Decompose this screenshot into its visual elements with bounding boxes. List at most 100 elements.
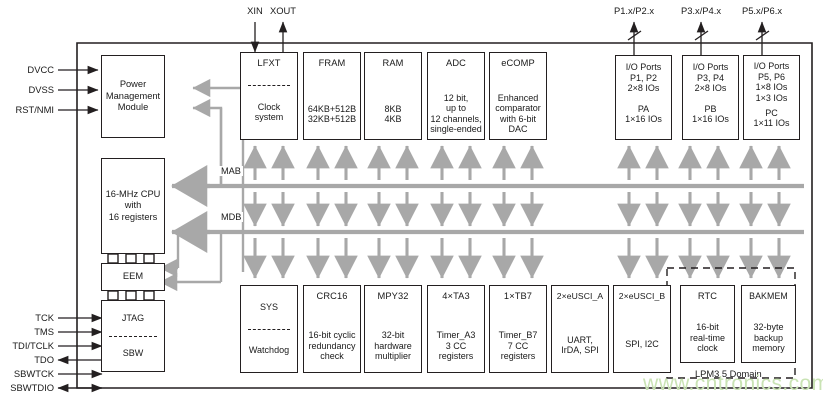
ecomp-line-3: with 6-bit: [499, 113, 536, 124]
pin-label-tck: TCK: [35, 312, 54, 323]
adc-title: ADC: [446, 58, 466, 68]
clock-pin-lines: [250, 21, 288, 53]
block-ecomp[interactable]: eCOMP Enhanced comparator with 6-bit DAC: [489, 52, 547, 140]
pin-label-sbwtdio: SBWTDIO: [10, 382, 54, 393]
pin-label-tdo: TDO: [34, 354, 54, 365]
pc-line-4: 1×3 IOs: [755, 92, 788, 103]
rtc-line-1: 16-bit: [696, 322, 719, 333]
ram-line-2: 4KB: [384, 114, 402, 125]
cpu-line-3: 16 registers: [108, 211, 158, 222]
ta3-title: 4×TA3: [442, 291, 470, 301]
pin-label-dvcc: DVCC: [27, 64, 54, 75]
block-mpy32[interactable]: MPY32 32-bit hardware multiplier: [364, 285, 422, 373]
block-timer-a3[interactable]: 4×TA3 Timer_A3 3 CC registers: [427, 285, 485, 373]
jtag-pin-lines: [57, 313, 103, 393]
adc-line-2: up to: [445, 103, 467, 114]
block-cpu[interactable]: 16-MHz CPU with 16 registers: [101, 158, 165, 254]
block-rtc[interactable]: RTC 16-bit real-time clock: [680, 285, 735, 363]
pb-line-4: PB: [704, 103, 717, 114]
rtc-title: RTC: [697, 291, 718, 301]
ta3-line-2: 3 CC: [445, 340, 467, 351]
ecomp-line-4: DAC: [508, 124, 528, 135]
pb-line-2: P3, P4: [696, 72, 725, 83]
site-watermark: www.cntronics.com: [643, 372, 823, 395]
eusci-a-line-2: IrDA, SPI: [561, 345, 599, 356]
block-lfxt[interactable]: LFXT Clock system: [240, 52, 298, 140]
pa-line-3: 2×8 IOs: [627, 83, 660, 94]
mpy32-line-2: hardware: [374, 340, 412, 351]
bus-cpu-arrows: [171, 165, 210, 253]
crc16-line-1: 16-bit cyclic: [308, 330, 356, 341]
pin-label-p1-p2: P1.x/P2.x: [613, 5, 655, 16]
eusci-b-line-1: SPI, I2C: [625, 339, 659, 350]
pc-line-6: 1×11 IOs: [753, 118, 790, 129]
block-adc[interactable]: ADC 12 bit, up to 12 channels, single-en…: [427, 52, 485, 140]
jtag-divider: [109, 335, 157, 337]
eusci-a-title: 2×eUSCI_A: [556, 291, 604, 301]
bakmem-line-1: 32-byte: [753, 322, 784, 333]
block-timer-b7[interactable]: 1×TB7 Timer_B7 7 CC registers: [489, 285, 547, 373]
block-ram[interactable]: RAM 8KB 4KB: [364, 52, 422, 140]
tb7-title: 1×TB7: [503, 291, 533, 301]
block-io-ports-pb[interactable]: I/O Ports P3, P4 2×8 IOs PB 1×16 IOs: [682, 55, 739, 140]
bakmem-title: BAKMEM: [749, 291, 788, 301]
lfxt-line-1: Clock: [257, 101, 281, 112]
crc16-line-2: redundancy: [308, 340, 356, 351]
pin-label-p5-p6: P5.x/P6.x: [741, 5, 783, 16]
eusci-b-title: 2×eUSCI_B: [618, 291, 666, 301]
block-eusci-a[interactable]: 2×eUSCI_A UART, IrDA, SPI: [551, 285, 609, 373]
ecomp-title: eCOMP: [501, 58, 535, 68]
block-jtag-sbw[interactable]: JTAG SBW: [101, 300, 165, 372]
chip-outline: [76, 42, 813, 389]
pc-line-2: P5, P6: [757, 71, 786, 82]
cpu-line-2: with: [124, 200, 142, 211]
pin-label-sbwtck: SBWTCK: [13, 368, 54, 379]
bus-lines: [185, 183, 804, 235]
ram-title: RAM: [382, 58, 404, 68]
bus-vertical-stubs: [243, 145, 791, 279]
block-io-ports-pa[interactable]: I/O Ports P1, P2 2×8 IOs PA 1×16 IOs: [615, 55, 672, 140]
fram-line-1: 64KB+512B: [307, 103, 357, 114]
mpy32-title: MPY32: [377, 291, 409, 301]
fram-title: FRAM: [318, 58, 346, 68]
pc-line-5: PC: [765, 107, 778, 118]
block-sys-watchdog[interactable]: SYS Watchdog: [240, 285, 298, 373]
crc16-title: CRC16: [316, 291, 348, 301]
sbw-title: SBW: [122, 348, 144, 359]
ta3-line-1: Timer_A3: [436, 330, 476, 341]
pa-line-5: 1×16 IOs: [625, 114, 662, 125]
fram-line-2: 32KB+512B: [307, 114, 357, 125]
ram-line-1: 8KB: [384, 103, 402, 114]
pmm-line-3: Module: [117, 102, 149, 113]
bakmem-line-2: backup: [753, 332, 784, 343]
block-io-ports-pc[interactable]: I/O Ports P5, P6 1×8 IOs 1×3 IOs PC 1×11…: [743, 55, 800, 140]
pa-line-1: I/O Ports: [625, 62, 662, 72]
adc-line-4: single-ended: [430, 124, 482, 135]
eem-title: EEM: [122, 271, 144, 282]
block-bakmem[interactable]: BAKMEM 32-byte backup memory: [741, 285, 796, 363]
pin-label-tdi-tclk: TDI/TCLK: [12, 340, 54, 351]
sys-sub: Watchdog: [248, 345, 290, 356]
mpy32-line-3: multiplier: [374, 351, 411, 362]
pc-line-1: I/O Ports: [753, 61, 790, 71]
block-eem[interactable]: EEM: [101, 263, 165, 291]
jtag-title: JTAG: [121, 312, 145, 323]
pin-label-p3-p4: P3.x/P4.x: [680, 5, 722, 16]
pin-label-xout: XOUT: [269, 5, 297, 16]
tb7-line-1: Timer_B7: [498, 330, 538, 341]
block-power-management-module[interactable]: Power Management Module: [101, 55, 165, 138]
lpm35-domain-label: LPM3.5 Domain: [695, 369, 762, 379]
block-crc16[interactable]: CRC16 16-bit cyclic redundancy check: [303, 285, 361, 373]
tb7-line-2: 7 CC: [507, 340, 529, 351]
block-fram[interactable]: FRAM 64KB+512B 32KB+512B: [303, 52, 361, 140]
stack-connector-tabs: [107, 253, 155, 301]
pin-label-dvss: DVSS: [28, 84, 54, 95]
block-eusci-b[interactable]: 2×eUSCI_B SPI, I2C: [613, 285, 671, 373]
bus-label-mdb: MDB: [219, 212, 244, 222]
eusci-a-line-1: UART,: [567, 334, 593, 345]
mpy32-line-1: 32-bit: [381, 330, 405, 341]
pc-line-3: 1×8 IOs: [755, 82, 788, 93]
crc16-line-3: check: [320, 351, 344, 362]
bakmem-line-3: memory: [752, 343, 785, 354]
